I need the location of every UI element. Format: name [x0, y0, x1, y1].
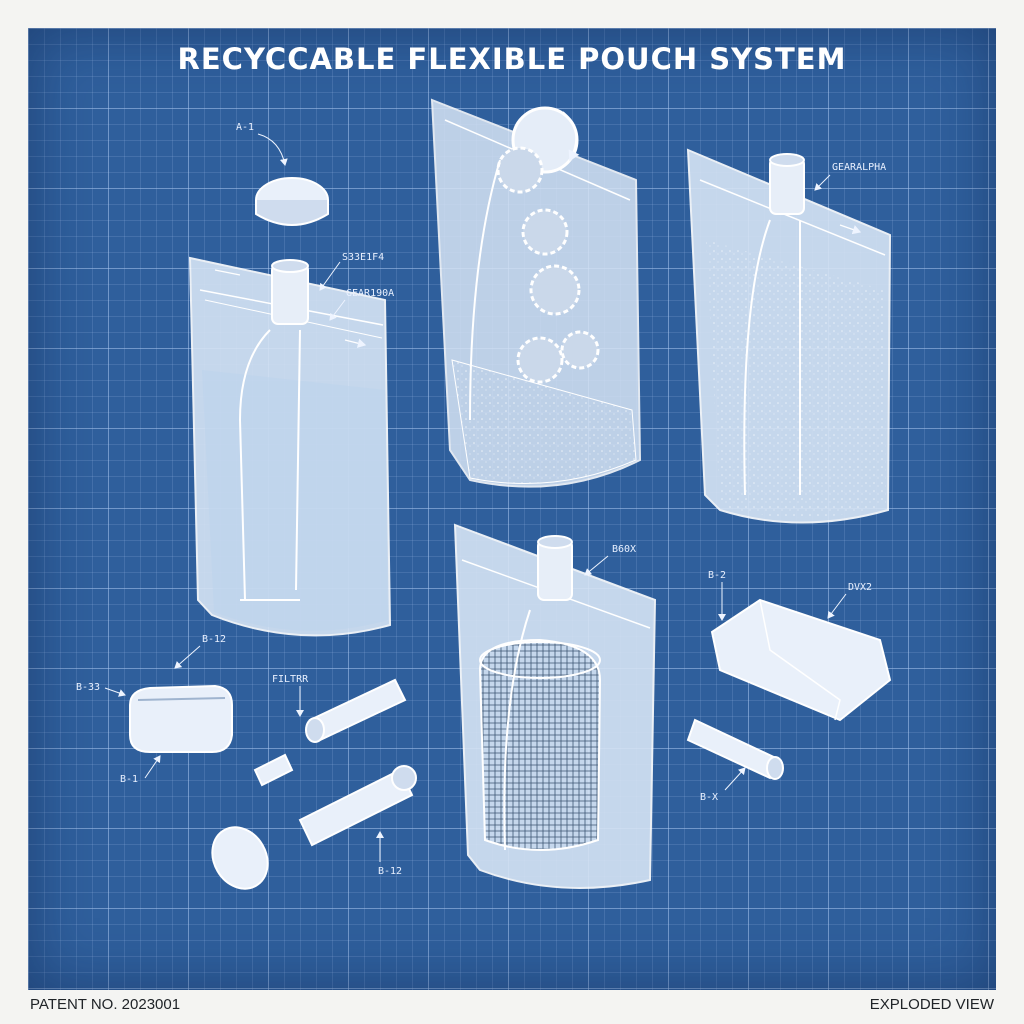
pouch-right: [686, 148, 892, 524]
patent-number: PATENT NO. 2023001: [30, 996, 181, 1013]
pouch-filter-basket: [453, 523, 657, 889]
part-small-tube: [253, 753, 294, 787]
label-gear90a: GEAR190A: [346, 288, 394, 299]
pouch-left: [188, 256, 392, 637]
part-tray-b2: [710, 598, 892, 722]
part-disc: [211, 826, 269, 890]
cap-a1: [255, 177, 329, 226]
label-a1: A-1: [236, 122, 254, 133]
label-b60x: B60X: [612, 544, 636, 555]
label-s33: S33E1F4: [342, 252, 384, 263]
label-b33: B-33: [76, 682, 100, 693]
pouch-gear-mechanism: [430, 98, 642, 488]
label-filtrr: FILTRR: [272, 674, 309, 685]
part-filter-tube: [305, 678, 407, 743]
label-b12-top: B-12: [202, 634, 226, 645]
annotations: A-1 S33E1F4 GEAR190A GEARALPHA B60X B-2 …: [76, 122, 886, 877]
label-b12-bottom: B-12: [378, 866, 402, 877]
label-gearalpha: GEARALPHA: [832, 162, 886, 173]
label-bx: B-X: [700, 792, 718, 803]
label-dvx2: DVX2: [848, 582, 872, 593]
part-b12-box: [129, 684, 233, 753]
label-b2: B-2: [708, 570, 726, 581]
part-rod: [686, 718, 784, 780]
diagram-title: RECYCCABLE FLEXIBLE POUCH SYSTEM: [177, 42, 847, 76]
part-long-tube: [298, 765, 417, 847]
view-label: EXPLODED VIEW: [869, 996, 994, 1013]
label-b1: B-1: [120, 774, 138, 785]
